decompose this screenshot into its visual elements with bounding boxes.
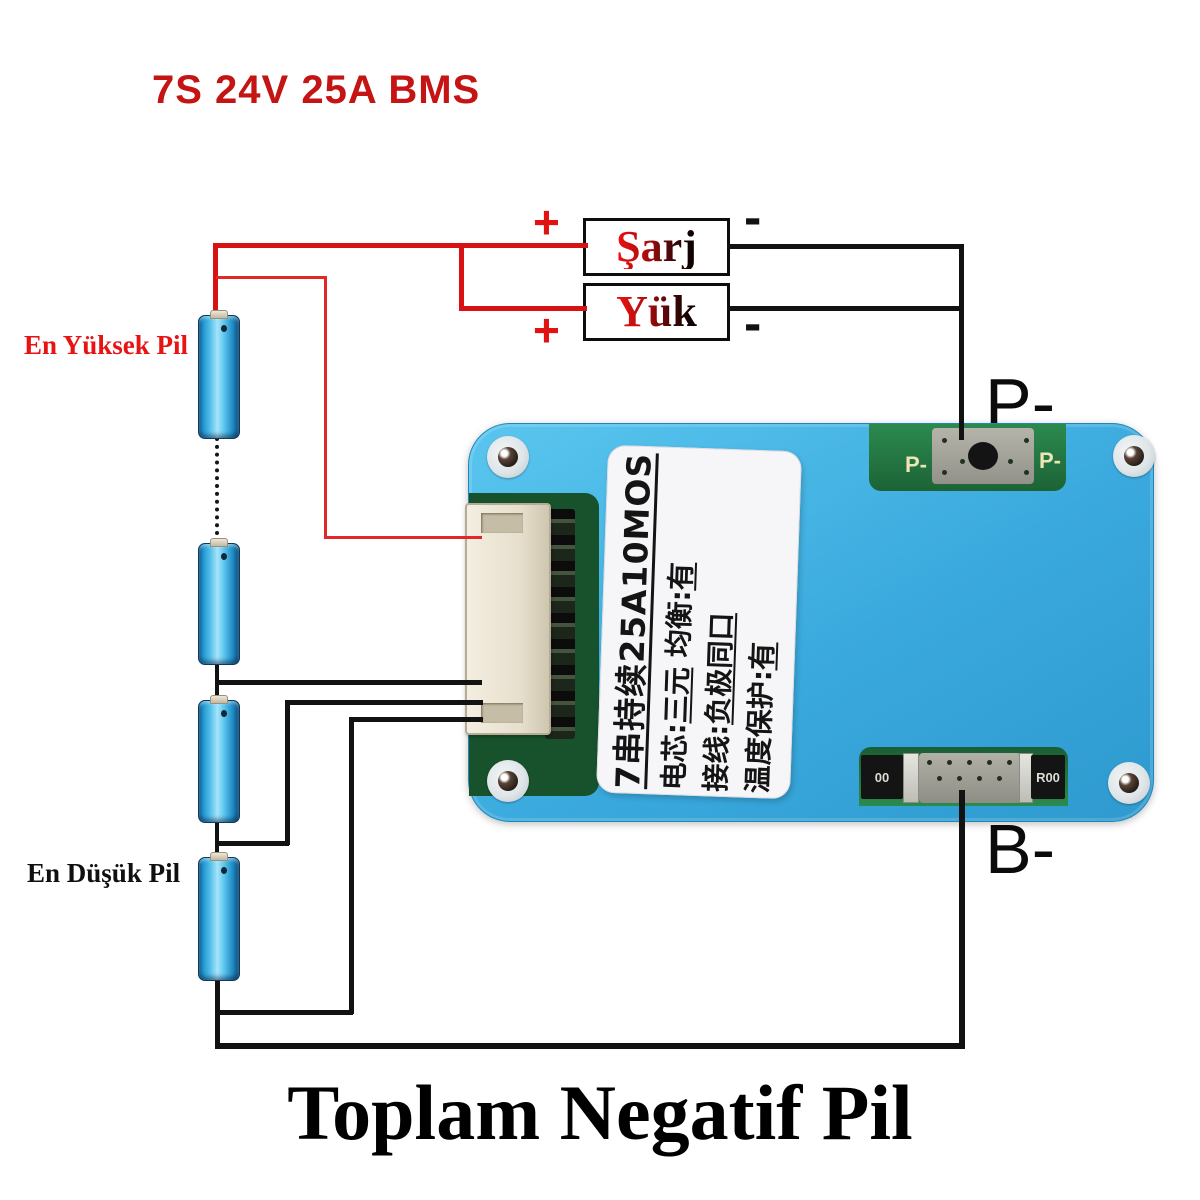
solder-tab-left xyxy=(903,753,919,803)
wire-charge-negative xyxy=(727,244,964,249)
pcb-bottom-notch: 00 R00 xyxy=(859,747,1068,806)
label-line-1: 7串持续25A10MOS xyxy=(608,452,659,790)
battery-cell-1 xyxy=(198,315,240,439)
wire-balance-tap2-v xyxy=(285,700,290,845)
wire-load-negative xyxy=(727,306,964,311)
wire-balance-tap3-h xyxy=(349,717,483,722)
bms-spec-label-text: 7串持续25A10MOS 电芯:三元 均衡:有 接线:负极同口 温度保护:有 xyxy=(607,450,791,794)
wire-balance-positive-h1 xyxy=(216,276,326,279)
wire-balance-positive-h2 xyxy=(324,536,482,539)
label-highest-cell: En Yüksek Pil xyxy=(24,330,189,360)
label-lowest-cell: En Düşük Pil xyxy=(27,858,181,888)
bms-spec-label: 7串持续25A10MOS 电芯:三元 均衡:有 接线:负极同口 温度保护:有 xyxy=(595,444,803,800)
wire-cell3-cell4-link xyxy=(215,820,219,860)
diagram-title: 7S 24V 25A BMS xyxy=(152,68,481,112)
pcb-left-notch xyxy=(465,493,599,796)
pad-p-minus xyxy=(932,428,1034,484)
wire-total-negative xyxy=(215,1043,965,1049)
wire-balance-positive-v xyxy=(324,276,327,539)
screw-icon xyxy=(1113,435,1155,477)
silkscreen-p-right: P- xyxy=(1039,448,1061,473)
wire-pack-positive-vertical xyxy=(213,243,218,320)
connector-slot-top xyxy=(481,513,523,533)
wire-balance-tap2-foot xyxy=(217,841,289,846)
wire-charge-positive xyxy=(213,243,588,248)
battery-cell-3 xyxy=(198,700,240,823)
dashed-cells-link xyxy=(215,437,219,543)
p-minus-hole-icon xyxy=(968,442,998,470)
plus-sign-load: + xyxy=(533,304,560,356)
load-label: Yük xyxy=(616,287,697,336)
screw-icon xyxy=(487,760,529,802)
charge-box: Şarj xyxy=(583,218,730,276)
wire-balance-tap1 xyxy=(216,680,482,685)
wire-p-minus-vertical xyxy=(959,244,964,440)
minus-sign-charge: - xyxy=(744,189,762,247)
connector-slot-bottom xyxy=(481,703,523,723)
wire-positive-branch xyxy=(459,245,464,311)
silkscreen-p-left: P- xyxy=(905,452,927,477)
chip-right: R00 xyxy=(1031,755,1065,799)
load-box: Yük xyxy=(583,283,730,341)
wire-balance-tap2-h xyxy=(285,700,483,705)
minus-sign-load: - xyxy=(744,295,762,353)
wire-balance-tap3-foot xyxy=(217,1010,353,1015)
bms-board: P- P- 00 R00 7串持续25A10MOS 电芯:三元 均衡:有 接线:… xyxy=(465,423,1155,822)
pcb-top-notch: P- P- xyxy=(869,424,1066,491)
battery-cell-4 xyxy=(198,857,240,981)
pad-b-minus xyxy=(919,753,1021,803)
screw-icon xyxy=(487,436,529,478)
chip-left: 00 xyxy=(861,755,903,799)
charge-label: Şarj xyxy=(616,222,697,271)
caption-total-negative: Toplam Negatif Pil xyxy=(287,1069,913,1156)
wire-pack-negative-drop xyxy=(215,978,220,1048)
balance-connector xyxy=(465,503,551,735)
wire-b-minus-vertical xyxy=(959,790,965,1049)
wire-load-positive xyxy=(459,306,587,311)
screw-icon xyxy=(1108,762,1150,804)
plus-sign-charge: + xyxy=(533,196,560,248)
battery-cell-2 xyxy=(198,543,240,665)
terminal-b-minus: B- xyxy=(985,810,1055,888)
wire-balance-tap3-v xyxy=(349,717,354,1014)
